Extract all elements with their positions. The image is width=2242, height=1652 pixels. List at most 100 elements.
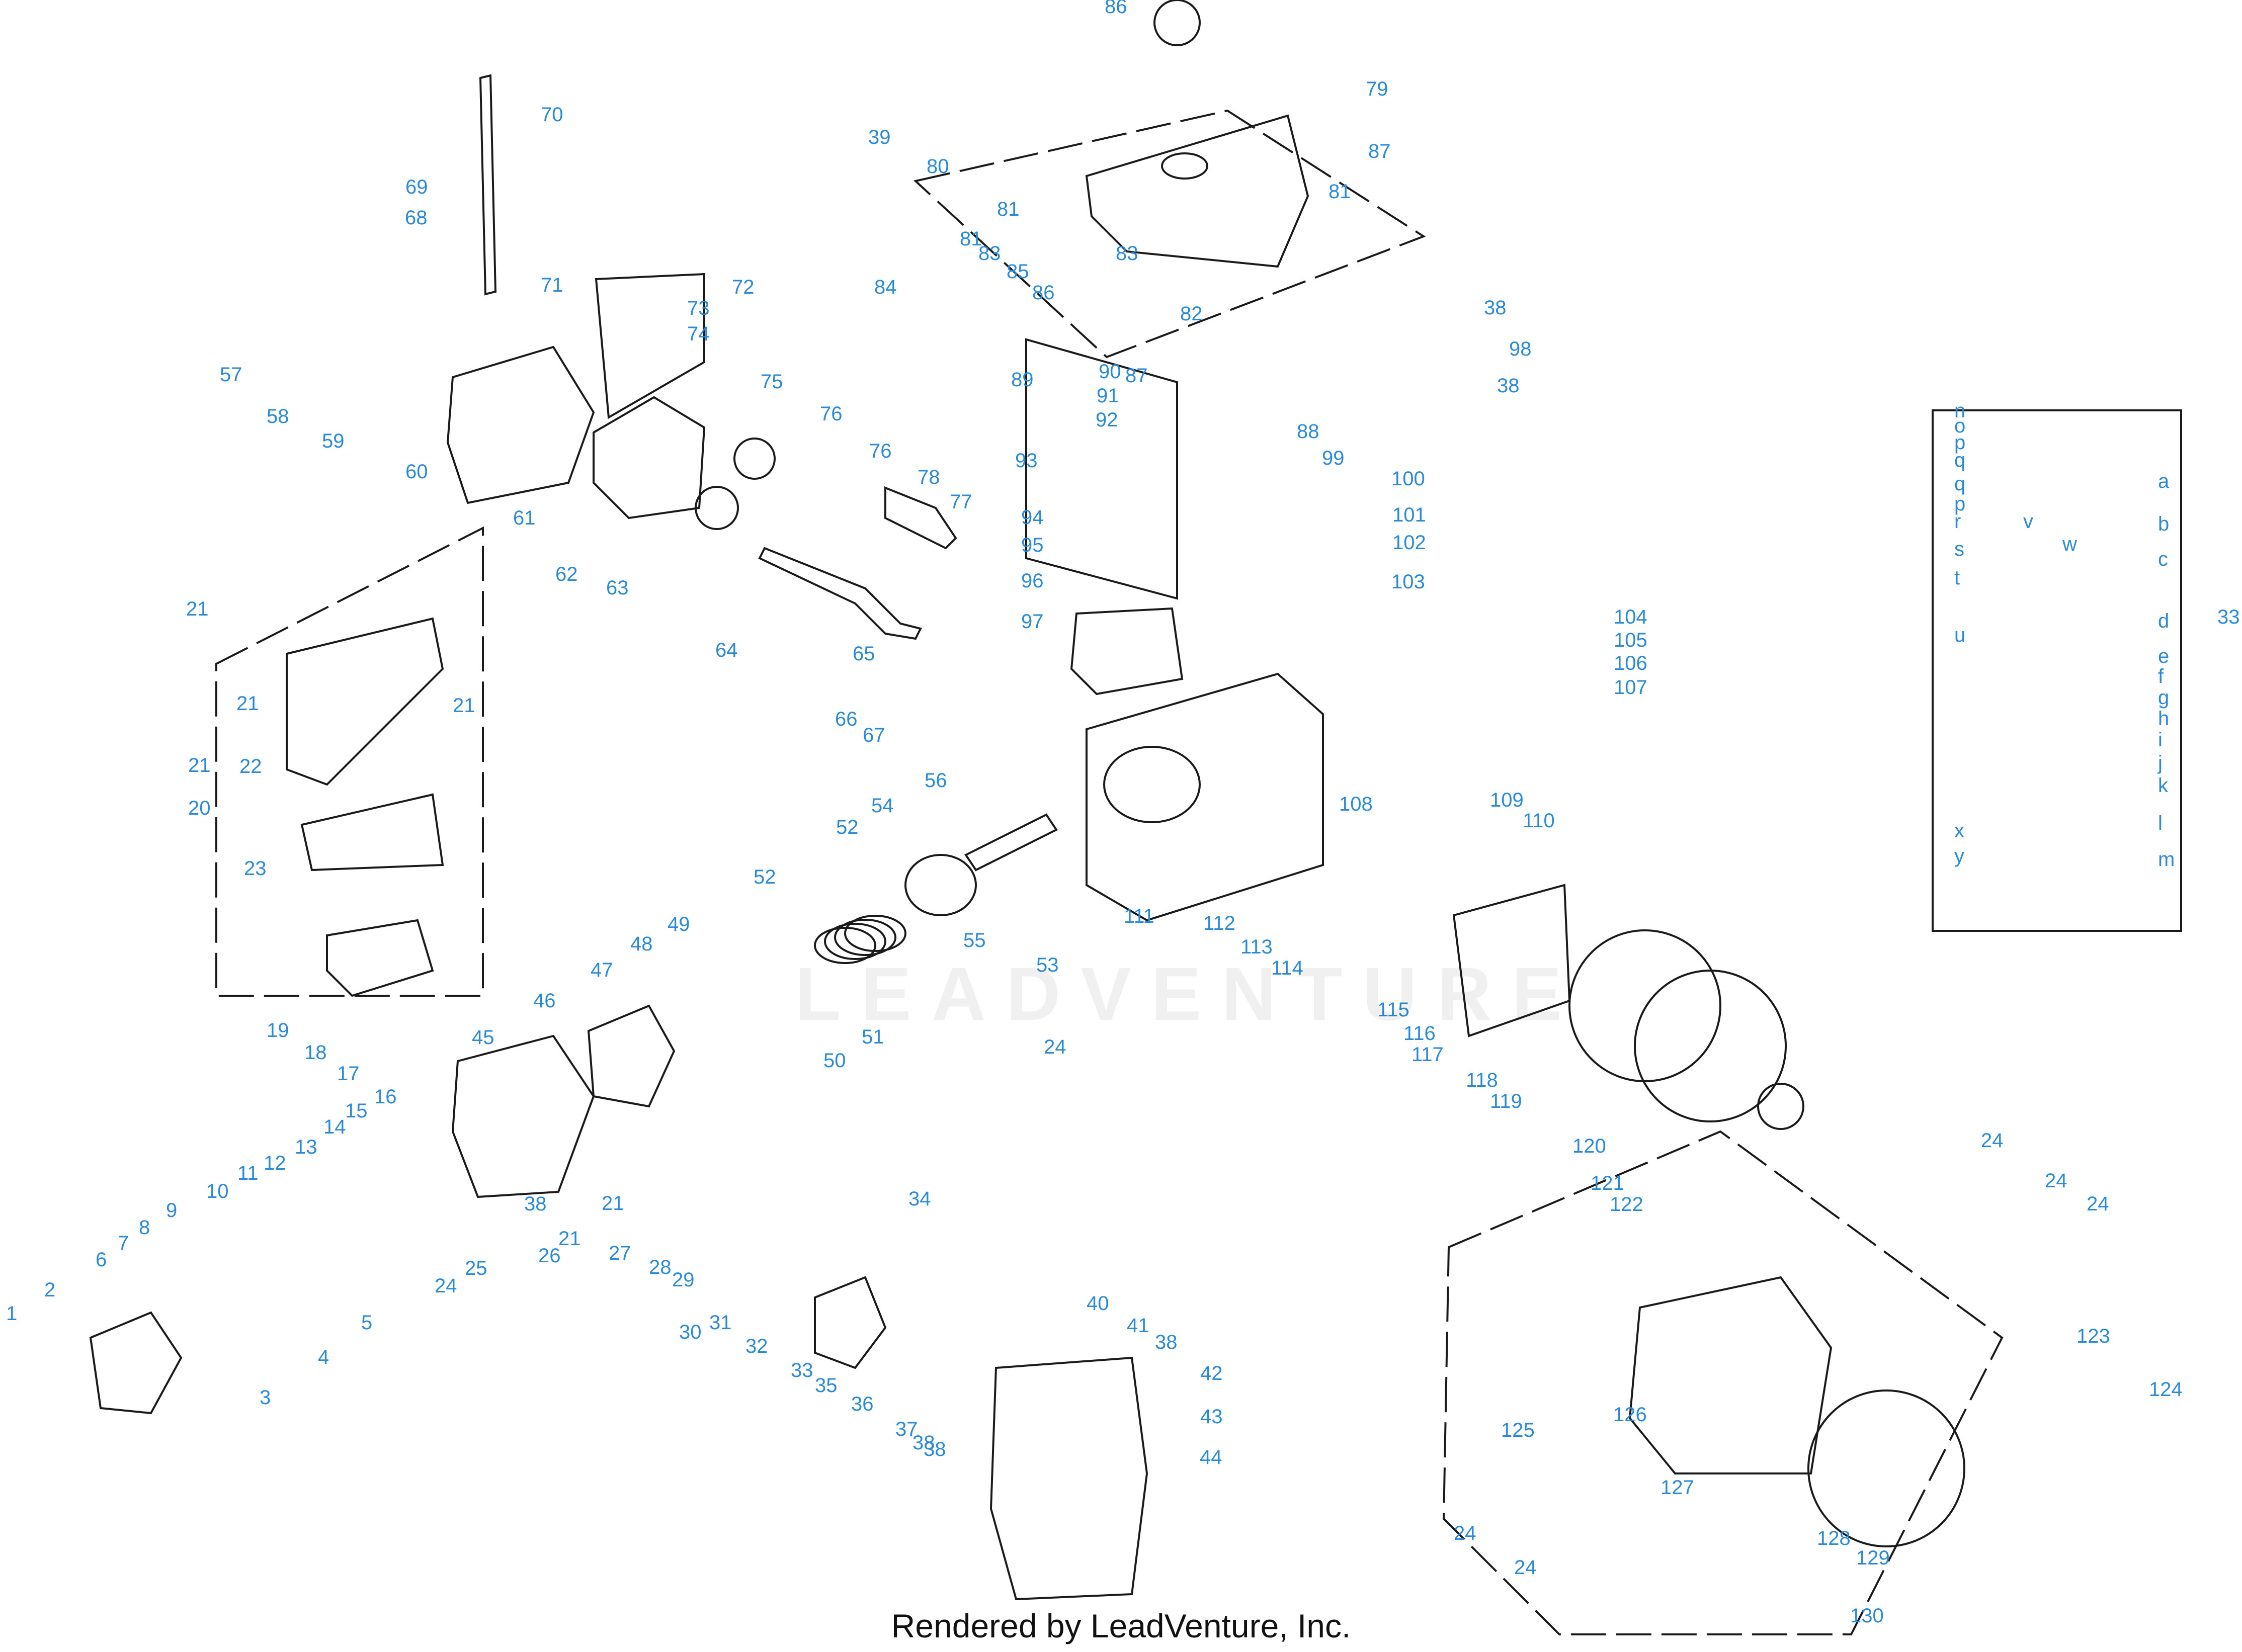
- callout-54: 54: [871, 795, 894, 817]
- callout-45: 45: [472, 1026, 494, 1049]
- cylinder-head-drawing: [451, 1034, 595, 1198]
- callout-110: 110: [1523, 810, 1555, 832]
- callout-90: 90: [1099, 361, 1121, 383]
- callout-50: 50: [823, 1050, 846, 1072]
- callout-120: 120: [1572, 1135, 1606, 1157]
- callout-114: 114: [1271, 957, 1303, 979]
- callout-8: 8: [139, 1216, 150, 1239]
- callout-33: 33: [2217, 606, 2240, 628]
- callout-44: 44: [1200, 1446, 1222, 1468]
- inset-label-y: y: [1954, 845, 1964, 867]
- callout-72: 72: [732, 276, 755, 298]
- crankshaft-drawing: [758, 547, 922, 640]
- inset-label-e: e: [2158, 645, 2169, 667]
- callout-97: 97: [1021, 611, 1044, 633]
- inset-label-p: p: [1954, 431, 1965, 454]
- piston-ring-drawing: [814, 927, 876, 964]
- callout-70: 70: [541, 104, 563, 126]
- inset-label-f: f: [2158, 665, 2164, 687]
- inset-label-s: s: [1954, 538, 1964, 560]
- callout-79: 79: [1366, 78, 1388, 100]
- callout-21: 21: [558, 1228, 581, 1250]
- callout-104: 104: [1614, 606, 1647, 628]
- callout-21: 21: [188, 754, 211, 776]
- inset-label-k: k: [2158, 774, 2169, 797]
- callout-80: 80: [927, 155, 949, 178]
- rendered-by-footer: Rendered by LeadVenture, Inc.: [891, 1607, 1351, 1644]
- callout-75: 75: [761, 371, 783, 393]
- callout-111: 111: [1124, 905, 1154, 927]
- callout-21: 21: [236, 692, 259, 715]
- callout-53: 53: [1036, 954, 1059, 976]
- callout-59: 59: [322, 430, 345, 452]
- inset-label-x: x: [1954, 820, 1964, 842]
- callout-32: 32: [745, 1335, 768, 1357]
- callout-94: 94: [1021, 506, 1044, 529]
- governor-gear-drawing: [733, 438, 776, 480]
- callout-26: 26: [538, 1245, 561, 1267]
- callout-107: 107: [1614, 676, 1647, 699]
- fuel-tank-assembly-outline: [913, 109, 1426, 359]
- callout-33: 33: [791, 1359, 813, 1381]
- callout-91: 91: [1097, 385, 1119, 407]
- callout-92: 92: [1096, 409, 1118, 431]
- blower-assembly-outline: [1442, 1130, 2004, 1635]
- callout-7: 7: [118, 1232, 129, 1254]
- crankcase-cover-drawing: [446, 345, 595, 504]
- callout-83: 83: [1116, 242, 1138, 265]
- callout-108: 108: [1339, 793, 1373, 815]
- callout-30: 30: [679, 1321, 702, 1343]
- control-bracket-frame: [1025, 338, 1178, 600]
- callout-106: 106: [1614, 652, 1647, 674]
- inset-label-t: t: [1954, 567, 1960, 589]
- cooling-fan-drawing: [1634, 970, 1787, 1122]
- callout-87: 87: [1125, 365, 1148, 387]
- crankcase-gasket-drawing: [593, 396, 706, 519]
- callout-123: 123: [2077, 1325, 2110, 1347]
- inset-label-u: u: [1954, 624, 1965, 646]
- callout-27: 27: [609, 1242, 631, 1264]
- callout-6: 6: [96, 1249, 107, 1271]
- callout-122: 122: [1610, 1193, 1643, 1215]
- callout-96: 96: [1021, 570, 1044, 592]
- callout-109: 109: [1490, 789, 1524, 811]
- muffler-drawing: [326, 919, 434, 997]
- callout-16: 16: [374, 1086, 397, 1108]
- callout-36: 36: [851, 1393, 874, 1415]
- callout-55: 55: [963, 929, 986, 951]
- oil-seal-frame: [595, 273, 705, 419]
- inset-label-o: o: [1954, 415, 1965, 437]
- callout-24: 24: [1044, 1036, 1066, 1058]
- callout-99: 99: [1322, 447, 1345, 469]
- callout-88: 88: [1297, 420, 1319, 443]
- callout-64: 64: [715, 639, 738, 661]
- callout-58: 58: [267, 405, 289, 427]
- callout-67: 67: [863, 724, 885, 746]
- callout-87: 87: [1368, 140, 1391, 162]
- callout-48: 48: [630, 933, 653, 955]
- watermark: LEADVENTURE: [795, 951, 1583, 1036]
- head-gasket-drawing: [587, 1004, 676, 1108]
- callout-10: 10: [206, 1180, 229, 1202]
- callout-47: 47: [591, 959, 613, 981]
- callout-128: 128: [1817, 1527, 1851, 1549]
- callout-41: 41: [1127, 1315, 1149, 1337]
- callout-121: 121: [1591, 1172, 1624, 1194]
- callout-68: 68: [405, 207, 428, 229]
- inset-label-c: c: [2158, 548, 2168, 570]
- callout-23: 23: [244, 857, 267, 880]
- callout-22: 22: [239, 755, 262, 777]
- callout-25: 25: [465, 1257, 487, 1279]
- callout-21: 21: [186, 598, 209, 620]
- carburetor-drawing: [814, 1276, 887, 1369]
- ignition-coil-drawing: [1452, 884, 1571, 1037]
- callout-13: 13: [295, 1136, 317, 1158]
- callout-20: 20: [188, 797, 211, 819]
- valve-cover-drawing: [89, 1311, 183, 1415]
- callout-85: 85: [1007, 260, 1029, 283]
- callout-113: 113: [1240, 936, 1273, 958]
- starter-cup-drawing: [1757, 1083, 1804, 1130]
- callout-24: 24: [2087, 1193, 2109, 1215]
- inset-label-a: a: [2158, 470, 2170, 492]
